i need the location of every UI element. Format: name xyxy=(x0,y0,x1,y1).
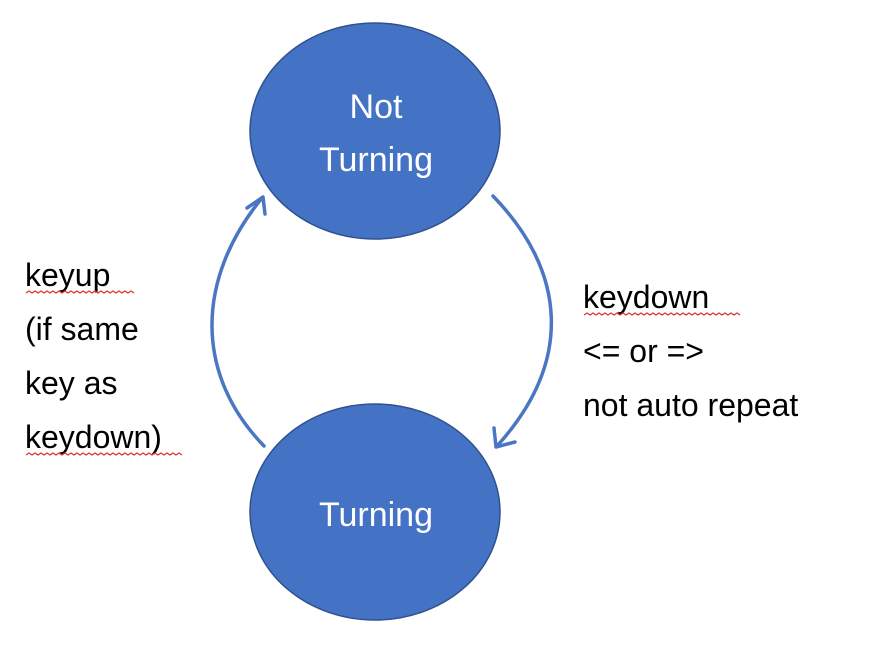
edge-keyup-label-line4: keydown) xyxy=(25,419,162,455)
edge-keydown-label: keydown <= or => not auto repeat xyxy=(583,279,798,423)
edge-keyup-label-line3: key as xyxy=(25,365,117,401)
state-turning-circle xyxy=(249,403,501,621)
edge-keydown-label-line3: not auto repeat xyxy=(583,387,798,423)
state-turning: Turning xyxy=(249,403,501,621)
edge-keyup-label: keyup (if same key as keydown) xyxy=(25,257,183,456)
edge-keyup-label-line2: (if same xyxy=(25,311,139,347)
edge-keydown-arrowhead xyxy=(492,426,517,449)
edge-keydown-label-line1: keydown xyxy=(583,279,709,315)
edge-keyup-arrow xyxy=(210,196,266,448)
spellcheck-underline-keydown-right xyxy=(583,312,741,316)
spellcheck-underline-keyup xyxy=(25,290,135,294)
spellcheck-underline-keydown-left xyxy=(25,452,183,456)
edge-keydown-label-line2: <= or => xyxy=(583,333,704,369)
state-not-turning-label-line1: Not xyxy=(350,88,403,126)
edge-keydown-arrow xyxy=(491,194,553,448)
edge-keyup-label-line1: keyup xyxy=(25,257,110,293)
edge-keyup-arrowhead xyxy=(245,195,267,216)
state-turning-label: Turning xyxy=(319,496,433,534)
state-not-turning: Not Turning xyxy=(249,22,501,240)
state-not-turning-label-line2: Turning xyxy=(319,141,433,179)
state-not-turning-circle xyxy=(249,22,501,240)
